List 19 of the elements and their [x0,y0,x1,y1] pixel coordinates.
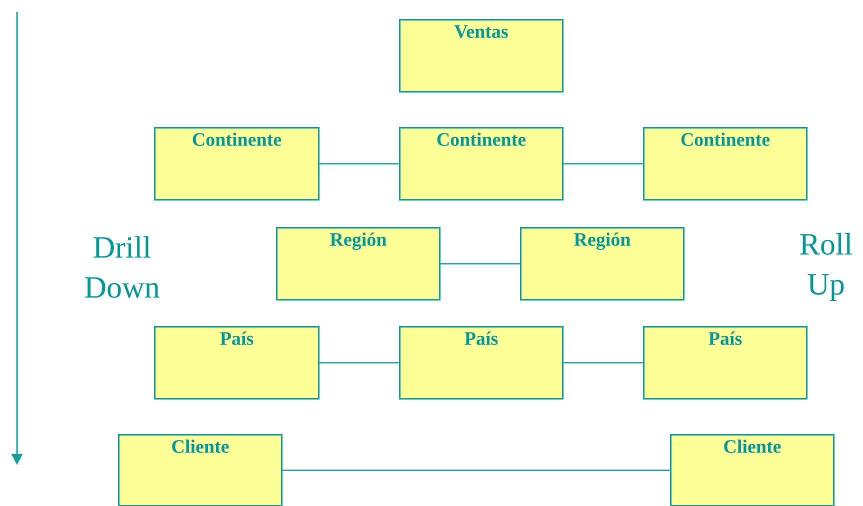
connector-line [282,470,670,471]
connector-line [320,163,399,164]
connector-line [564,163,643,164]
connector-line [564,362,643,364]
level-box: Continente [154,127,320,200]
level-box: País [154,326,320,400]
level-box: País [643,326,808,400]
level-box: Cliente [118,434,282,506]
level-box: Cliente [670,434,834,506]
level-box: Ventas [399,19,564,92]
side-label: Roll Up [800,232,852,302]
side-label: Drill Down [85,236,160,298]
connector-line [320,362,399,364]
level-box: Continente [643,127,808,200]
level-box: Región [276,227,440,300]
level-box: Región [520,227,684,300]
level-box: País [399,326,564,400]
level-box: Continente [399,127,564,200]
connector-line [440,263,520,264]
